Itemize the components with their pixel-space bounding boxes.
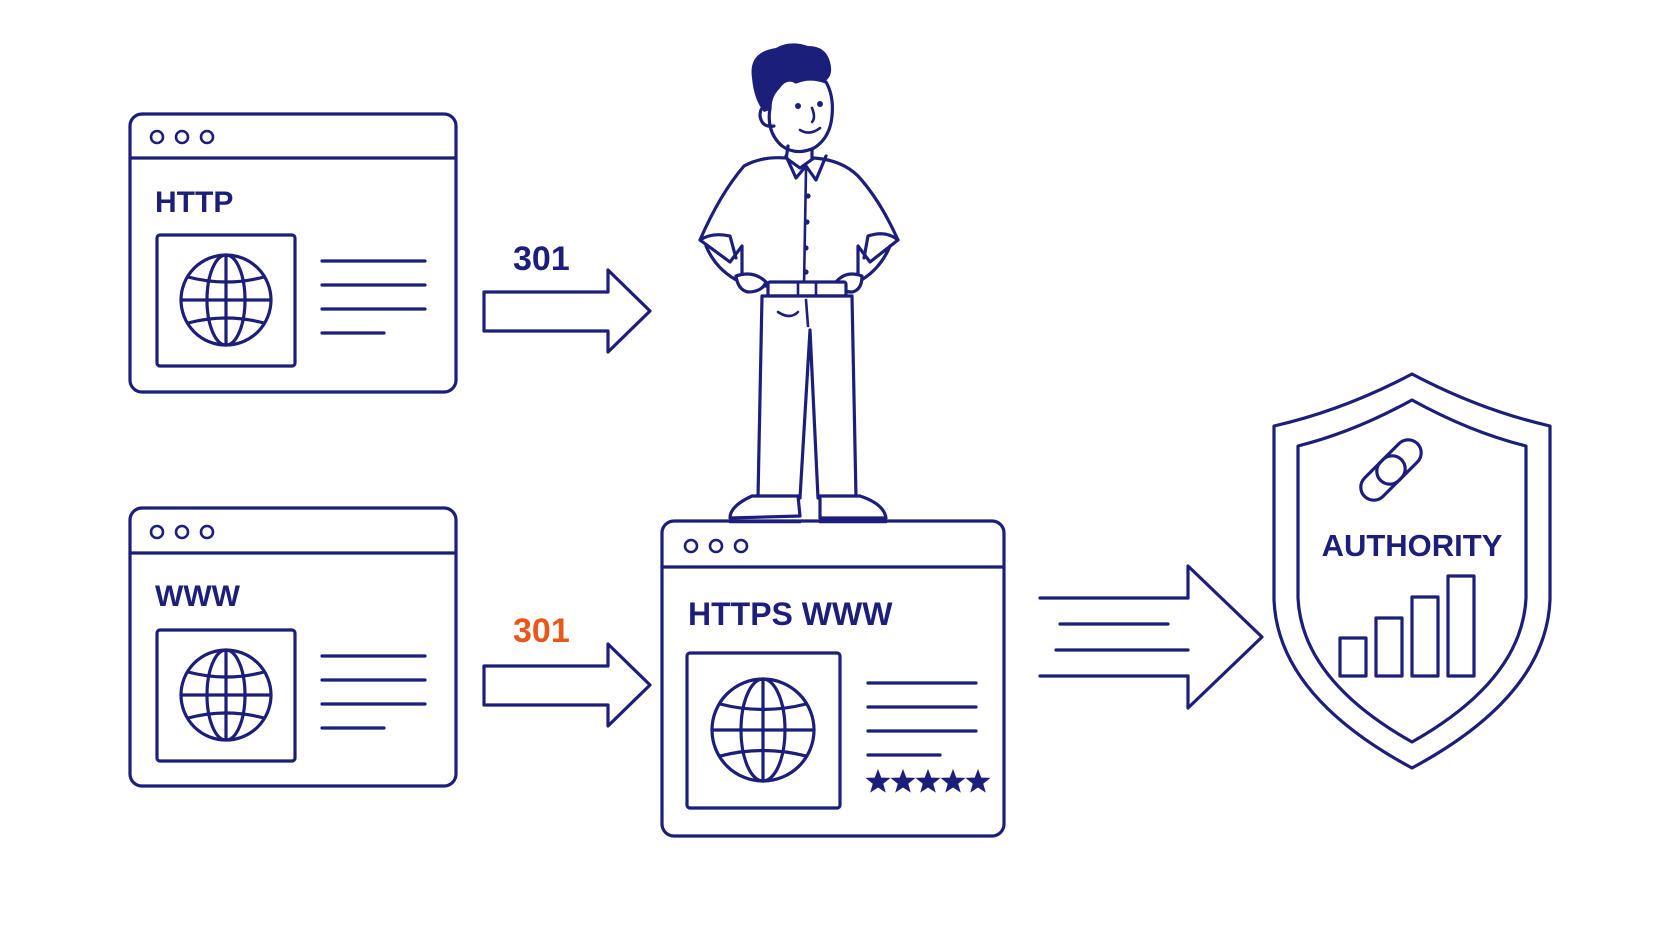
https-www-browser-window: HTTPS WWW: [660, 519, 1006, 838]
window-dots: [149, 524, 215, 540]
star-icon: [940, 768, 966, 793]
http-label: HTTP: [155, 186, 233, 219]
http-browser-window: HTTP: [128, 112, 458, 394]
star-icon: [865, 768, 891, 793]
redirect-code-top: 301: [513, 240, 570, 278]
link-icon: [1359, 438, 1423, 502]
redirect-code-bottom: 301: [513, 612, 570, 650]
authority-label: AUTHORITY: [1322, 528, 1503, 563]
text-lines: [320, 259, 427, 335]
www-label: WWW: [155, 580, 241, 613]
https-www-label: HTTPS WWW: [688, 596, 893, 632]
authority-shield: AUTHORITY: [1272, 372, 1552, 770]
window-dots: [149, 129, 215, 145]
window-dots: [683, 538, 749, 554]
text-lines: [866, 681, 978, 757]
authority-flow-arrow: [1038, 564, 1264, 710]
bar-chart-icon: [1338, 574, 1476, 678]
star-icon: [915, 768, 941, 793]
redirect-arrow-top: 301: [482, 240, 652, 354]
star-icon: [890, 768, 916, 793]
star-icon: [965, 768, 991, 793]
www-browser-window: WWW: [128, 506, 458, 788]
globe-icon: [179, 648, 273, 742]
star-rating: [865, 768, 991, 793]
text-lines: [320, 654, 427, 730]
redirect-arrow-bottom: 301: [482, 612, 652, 728]
person-illustration: [698, 43, 900, 524]
globe-icon: [179, 253, 273, 347]
globe-icon: [710, 677, 816, 783]
